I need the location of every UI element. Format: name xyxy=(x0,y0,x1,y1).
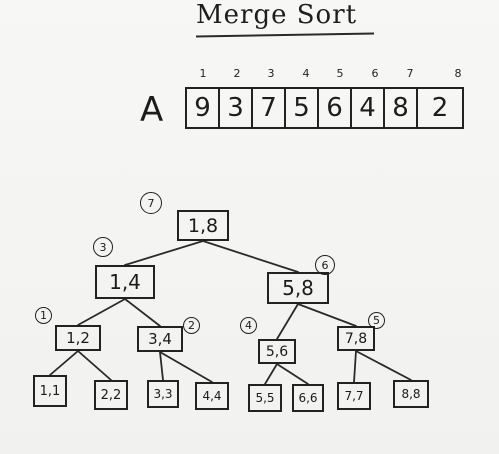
array-index: 1 xyxy=(199,67,207,80)
order-badge: 5 xyxy=(368,312,385,329)
tree-node-n78: 7,8 xyxy=(337,326,375,351)
tree-node-n56: 5,6 xyxy=(258,339,296,364)
array-cell: 8 xyxy=(385,89,418,127)
order-badge: 7 xyxy=(140,192,162,214)
order-badge: 3 xyxy=(93,237,113,257)
tree-node-n14: 1,4 xyxy=(95,265,155,299)
tree-node-n34: 3,4 xyxy=(137,326,183,352)
tree-edge xyxy=(124,298,161,327)
tree-edge xyxy=(355,350,412,381)
tree-edge xyxy=(353,350,357,383)
tree-edge xyxy=(159,351,213,383)
array-index: 2 xyxy=(233,67,241,80)
tree-node-n77: 7,7 xyxy=(337,382,371,410)
array-cell: 2 xyxy=(431,93,449,123)
tree-node-n11: 1,1 xyxy=(33,375,67,407)
array-index: 5 xyxy=(336,67,344,80)
order-badge: 2 xyxy=(183,317,200,334)
array-cell: 4 xyxy=(352,89,385,127)
tree-edge xyxy=(297,303,357,327)
order-badge: 1 xyxy=(35,307,52,324)
diagram-title: Merge Sort xyxy=(196,0,358,30)
array-index: 7 xyxy=(406,67,414,80)
tree-node-n18: 1,8 xyxy=(177,210,229,241)
array-cell: 3 xyxy=(220,89,253,127)
tree-node-n12: 1,2 xyxy=(55,325,101,351)
order-badge: 4 xyxy=(240,317,257,334)
array-name: A xyxy=(140,90,164,130)
tree-edge xyxy=(49,350,79,376)
tree-node-n88: 8,8 xyxy=(393,380,429,408)
array-index: 8 xyxy=(454,67,462,80)
tree-node-n55: 5,5 xyxy=(248,384,282,412)
tree-node-n44: 4,4 xyxy=(195,382,229,410)
array-cell: 6 xyxy=(319,89,352,127)
tree-edge xyxy=(202,240,299,273)
tree-edge xyxy=(264,363,278,385)
tree-node-n66: 6,6 xyxy=(292,384,324,412)
array-cell: 7 xyxy=(253,89,286,127)
array-cell: 9 xyxy=(187,89,220,127)
tree-edge xyxy=(124,240,204,266)
tree-node-n33: 3,3 xyxy=(147,380,179,408)
array-index: 3 xyxy=(267,67,275,80)
array-index: 4 xyxy=(302,67,310,80)
tree-node-n22: 2,2 xyxy=(94,380,128,410)
array-index: 6 xyxy=(371,67,379,80)
order-badge: 6 xyxy=(315,255,335,275)
tree-edge xyxy=(77,298,126,326)
tree-node-n58: 5,8 xyxy=(267,272,329,304)
tree-edge xyxy=(276,303,299,340)
array-cell: 5 xyxy=(286,89,319,127)
tree-edge xyxy=(276,363,309,385)
tree-edge xyxy=(77,350,112,381)
tree-edge xyxy=(159,351,164,381)
